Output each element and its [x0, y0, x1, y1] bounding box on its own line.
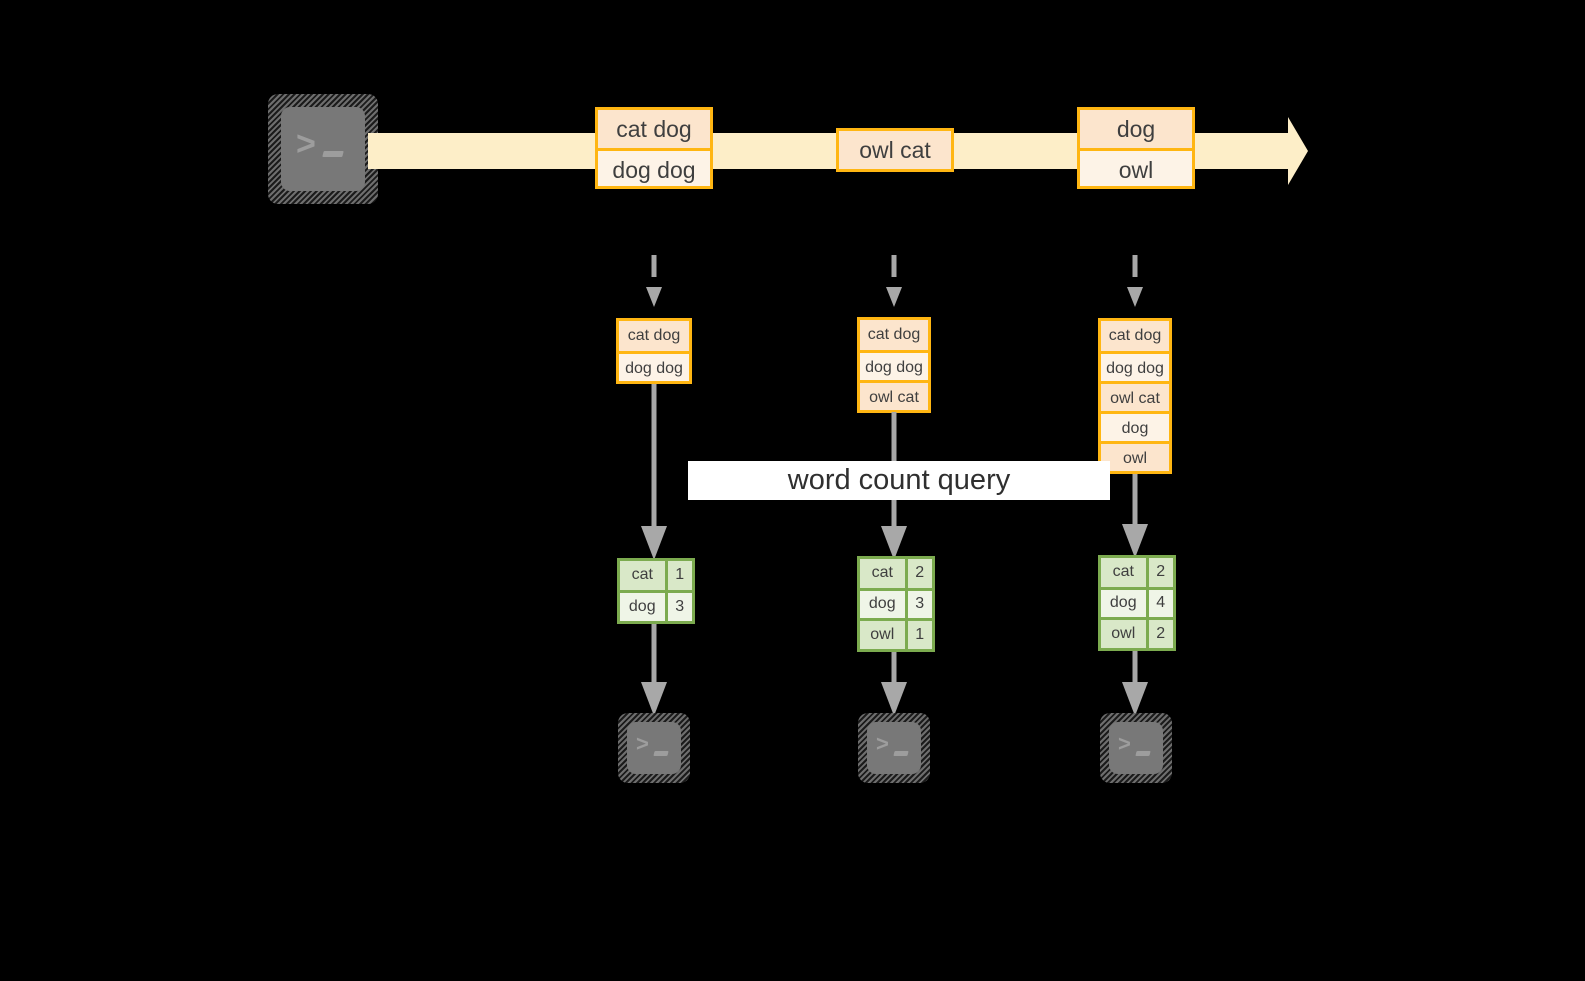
result-table: cat 2 dog 4 owl 2: [1098, 555, 1176, 651]
result-word: dog: [860, 587, 908, 619]
result-row: owl 1: [860, 617, 932, 649]
result-count: 2: [1147, 616, 1173, 648]
result-row: cat 2: [1101, 558, 1173, 588]
stream-event-box: owl cat: [836, 128, 954, 172]
feed-dashed-arrow-icon: [1126, 255, 1144, 307]
stream-arrowhead-icon: [1268, 117, 1308, 185]
output-arrow-icon: [641, 624, 667, 716]
result-table: cat 2 dog 3 owl 1: [857, 556, 935, 652]
result-word: owl: [860, 617, 908, 649]
terminal-cursor-glyph: [653, 751, 669, 756]
terminal-body: [1109, 722, 1163, 774]
feed-dashed-arrow-icon: [645, 255, 663, 307]
output-arrow-icon: [1122, 651, 1148, 716]
stream-event-line: owl: [1080, 148, 1192, 186]
sink-terminal-icon: >: [1100, 713, 1172, 783]
result-count: 1: [666, 561, 692, 591]
terminal-cursor-glyph: [322, 151, 344, 157]
result-count: 4: [1147, 586, 1173, 618]
result-row: cat 1: [620, 561, 692, 591]
terminal-body: [627, 722, 681, 774]
result-row: cat 2: [860, 559, 932, 589]
batch-row: dog dog: [860, 350, 928, 380]
result-count: 2: [906, 559, 932, 589]
result-row: owl 2: [1101, 616, 1173, 648]
stream-event-line: cat dog: [598, 110, 710, 148]
result-word: cat: [1101, 558, 1149, 588]
batch-row: dog: [1101, 411, 1169, 441]
result-count: 3: [666, 589, 692, 621]
sink-terminal-icon: >: [858, 713, 930, 783]
terminal-prompt-glyph: >: [1118, 731, 1131, 756]
terminal-body: [281, 107, 365, 191]
batch-table: cat dog dog dog: [616, 318, 692, 384]
batch-row: dog dog: [619, 351, 689, 381]
terminal-prompt-glyph: >: [636, 731, 649, 756]
result-word: cat: [620, 561, 668, 591]
terminal-body: [867, 722, 921, 774]
stream-event-box: cat dog dog dog: [595, 107, 713, 189]
feed-dashed-arrow-icon: [885, 255, 903, 307]
result-count: 2: [1147, 558, 1173, 588]
batch-row: dog dog: [1101, 351, 1169, 381]
stream-event-line: dog dog: [598, 148, 710, 186]
batch-row: owl cat: [860, 380, 928, 410]
batch-row: cat dog: [1101, 321, 1169, 351]
result-table: cat 1 dog 3: [617, 558, 695, 624]
terminal-cursor-glyph: [893, 751, 909, 756]
result-row: dog 3: [860, 587, 932, 619]
result-count: 3: [906, 587, 932, 619]
result-word: dog: [1101, 586, 1149, 618]
terminal-cursor-glyph: [1135, 751, 1151, 756]
query-label-band: word count query: [688, 461, 1110, 500]
batch-row: cat dog: [860, 320, 928, 350]
process-arrow-icon: [1122, 474, 1148, 558]
result-word: cat: [860, 559, 908, 589]
batch-row: owl cat: [1101, 381, 1169, 411]
batch-table: cat dog dog dog owl cat: [857, 317, 931, 413]
query-label-text: word count query: [787, 464, 1011, 496]
source-terminal-icon: >: [268, 94, 378, 204]
result-count: 1: [906, 617, 932, 649]
result-word: dog: [620, 589, 668, 621]
batch-row: cat dog: [619, 321, 689, 351]
result-row: dog 4: [1101, 586, 1173, 618]
terminal-prompt-glyph: >: [296, 125, 316, 163]
sink-terminal-icon: >: [618, 713, 690, 783]
process-arrow-icon: [641, 384, 667, 560]
result-word: owl: [1101, 616, 1149, 648]
terminal-prompt-glyph: >: [876, 731, 889, 756]
result-row: dog 3: [620, 589, 692, 621]
batch-table: cat dog dog dog owl cat dog owl: [1098, 318, 1172, 474]
stream-event-box: dog owl: [1077, 107, 1195, 189]
stream-event-line: owl cat: [839, 131, 951, 169]
batch-row: owl: [1101, 441, 1169, 471]
stream-event-line: dog: [1080, 110, 1192, 148]
output-arrow-icon: [881, 652, 907, 716]
